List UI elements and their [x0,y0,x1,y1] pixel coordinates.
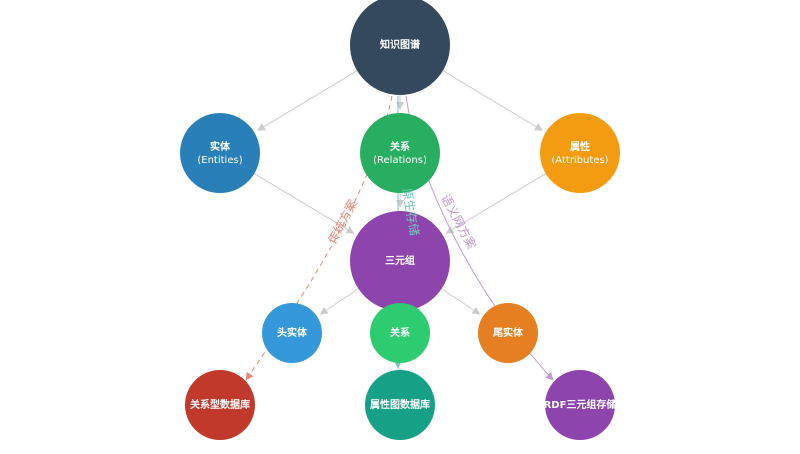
node-circle-relation [360,113,440,193]
edge-attribute-triple [445,173,546,234]
node-label-relation: 关系 [390,140,410,153]
node-circle-triple [350,211,450,311]
node-rdf: RDF三元组存储 [544,370,617,440]
edge-triple-head [319,288,359,315]
node-attribute: 属性 (Attributes) [540,113,620,193]
node-entity: 实体 (Entities) [180,113,260,193]
node-circle-entity [180,113,260,193]
node-triple: 三元组 [350,211,450,311]
node-tail: 尾实体 [478,303,538,363]
node-label-triple: 三元组 [385,254,415,267]
edge-kg-attribute [442,70,543,131]
node-kg: 知识图谱 [350,0,450,95]
node-circle-rdf [545,370,615,440]
node-label-gdb: 属性图数据库 [370,398,430,411]
node-rel2: 关系 [370,303,430,363]
node-circle-tail [478,303,538,363]
node-circle-gdb [365,370,435,440]
node-circle-rdb [185,370,255,440]
node-label-tail: 尾实体 [493,326,524,339]
edge-kg-entity [257,70,358,131]
node-label-kg: 知识图谱 [379,38,420,51]
node-circle-attribute [540,113,620,193]
edge-label-rdb: 传统方案 [324,197,360,246]
node-label-attribute: 属性 [570,140,590,153]
edge-entity-triple [254,173,355,234]
node-rdb: 关系型数据库 [185,370,255,440]
node-label-rel2: 关系 [390,326,410,339]
node-sublabel-relation: (Relations) [373,155,427,166]
node-label-rdf: RDF三元组存储 [544,398,617,411]
node-circle-head [262,303,322,363]
node-circle-kg [350,0,450,95]
node-relation: 关系 (Relations) [360,113,440,193]
node-head: 头实体 [262,303,322,363]
node-gdb: 属性图数据库 [365,370,435,440]
node-sublabel-attribute: (Attributes) [551,155,608,166]
node-label-rdb: 关系型数据库 [190,398,250,411]
node-circle-rel2 [370,303,430,363]
node-label-entity: 实体 [210,140,231,153]
edge-triple-tail [441,288,481,315]
node-sublabel-entity: (Entities) [197,155,242,166]
node-label-head: 头实体 [277,326,308,339]
